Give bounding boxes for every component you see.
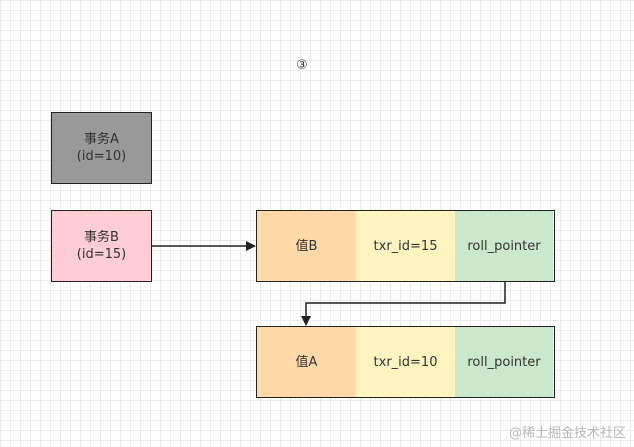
record-row-a: 值A txr_id=10 roll_pointer [256,326,555,398]
record-a-txr-id-cell: txr_id=10 [356,327,456,397]
transaction-b-id: (id=15) [76,247,127,262]
record-row-b: 值B txr_id=15 roll_pointer [256,210,555,282]
transaction-b-name: 事务B [84,230,119,245]
step-marker: ③ [296,58,308,73]
record-a-roll-pointer-cell: roll_pointer [455,327,553,397]
transaction-a-box: 事务A (id=10) [51,112,152,184]
record-b-roll-pointer-cell: roll_pointer [455,211,553,281]
record-b-txr-id-cell: txr_id=15 [356,211,456,281]
transaction-a-name: 事务A [84,132,119,147]
watermark: @稀土掘金技术社区 [508,426,626,441]
transaction-b-box: 事务B (id=15) [51,210,152,282]
record-a-value-cell: 值A [257,327,357,397]
arrow-roll-pointer-to-record-a [301,282,506,326]
transaction-a-id: (id=10) [76,149,127,164]
